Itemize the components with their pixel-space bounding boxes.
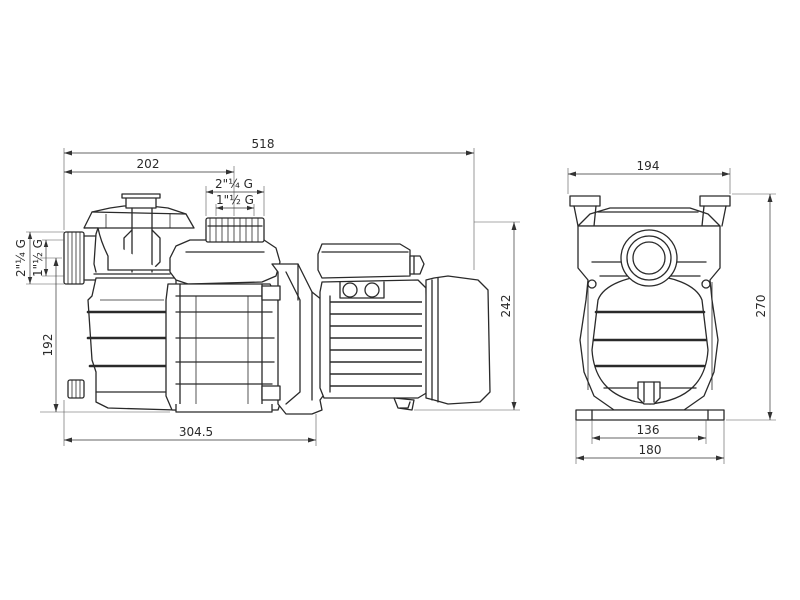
front-inlet [620,229,678,287]
dim-base-width: 180 [639,443,662,457]
motor-flange [261,263,327,415]
motor-foot [393,397,415,411]
front-housing [577,225,721,411]
prefilter-pot [84,227,177,411]
dim-front-height: 270 [754,295,768,318]
dim-outlet-thread-outer: 2"¼ G [215,177,253,191]
front-base [575,409,725,421]
dim-inlet-height: 192 [41,334,55,357]
front-drain [637,381,661,405]
dim-foot-spacing: 136 [637,423,660,437]
dim-base-length: 304.5 [179,425,213,439]
dim-side-height: 242 [499,295,513,318]
dim-front-width: 194 [637,159,660,173]
dimension-lines [26,148,776,464]
motor-body [319,279,429,399]
side-view [63,193,491,415]
dimension-labels: 518 202 2"¼ G 1"½ G 2"¼ G 1"½ G 192 242 … [14,137,768,457]
dim-outlet-thread-inner: 1"½ G [216,193,254,207]
outlet-fitting [205,217,265,243]
dim-total-length: 518 [252,137,275,151]
drain-plug [67,379,85,399]
inlet-fitting [63,231,97,285]
fan-cover [425,275,491,405]
front-view [569,195,731,421]
terminal-box [317,243,425,279]
dim-inlet-offset: 202 [137,157,160,171]
dim-inlet-thread-inner: 1"½ G [31,239,45,277]
dim-inlet-thread-outer: 2"¼ G [14,239,28,277]
